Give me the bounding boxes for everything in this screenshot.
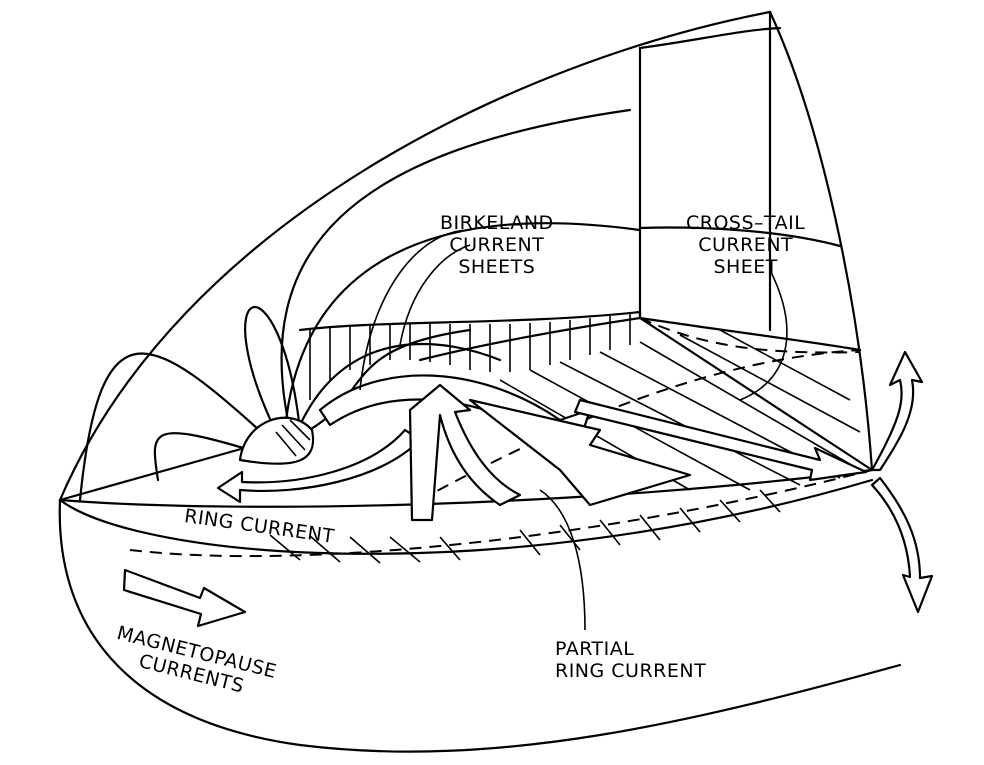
- reconnection-arrow-down: [870, 476, 934, 614]
- equatorial-right-edge: [638, 316, 874, 472]
- cross-tail-label-line1: CROSS–TAIL: [686, 212, 806, 234]
- dashed-tail-arc: [639, 317, 861, 354]
- cross-tail-current-arrow: [468, 398, 692, 507]
- birkeland-leader-1: [359, 229, 471, 391]
- partial-ring-label-line1: PARTIAL: [555, 638, 635, 660]
- cross-tail-label: CROSS–TAIL CURRENT SHEET: [686, 212, 805, 278]
- magnetopause-current-arrow: [122, 568, 247, 628]
- partial-ring-current-label: PARTIAL RING CURRENT: [555, 638, 706, 682]
- birkeland-sheet-outline: [298, 310, 642, 332]
- cross-tail-label-line3: SHEET: [713, 256, 778, 278]
- tail-current-arrow: [573, 398, 868, 482]
- equatorial-front-edge: [58, 468, 874, 508]
- tail-lower-bound: [638, 316, 862, 352]
- partial-ring-current-arrow: [408, 383, 522, 522]
- reconnection-arrow-up: [870, 350, 924, 472]
- birkeland-label-line1: BIRKELAND: [440, 212, 554, 234]
- birkeland-label-line3: SHEETS: [458, 256, 536, 278]
- magnetopause-outline: [58, 10, 902, 753]
- ring-current-arrow: [216, 428, 422, 504]
- birkeland-label: BIRKELAND CURRENT SHEETS: [440, 212, 554, 278]
- birkeland-hatching: [309, 314, 631, 400]
- partial-ring-label-line2: RING CURRENT: [555, 660, 707, 682]
- earth: [238, 416, 315, 465]
- partial-ring-leader: [539, 489, 586, 631]
- field-lines: [78, 108, 642, 502]
- tail-section-upper: [638, 226, 842, 248]
- plane-hatching: [269, 329, 861, 564]
- cross-tail-leader: [739, 269, 788, 401]
- magnetopause-right-edge: [768, 10, 874, 472]
- cross-tail-label-line2: CURRENT: [698, 234, 794, 256]
- earth-aurora-hatching: [275, 419, 311, 457]
- tail-section-top: [638, 26, 782, 50]
- lower-front-curve: [58, 478, 874, 555]
- birkeland-label-line2: CURRENT: [449, 234, 545, 256]
- birkeland-leader-2: [399, 244, 471, 346]
- dashed-equator: [129, 469, 873, 558]
